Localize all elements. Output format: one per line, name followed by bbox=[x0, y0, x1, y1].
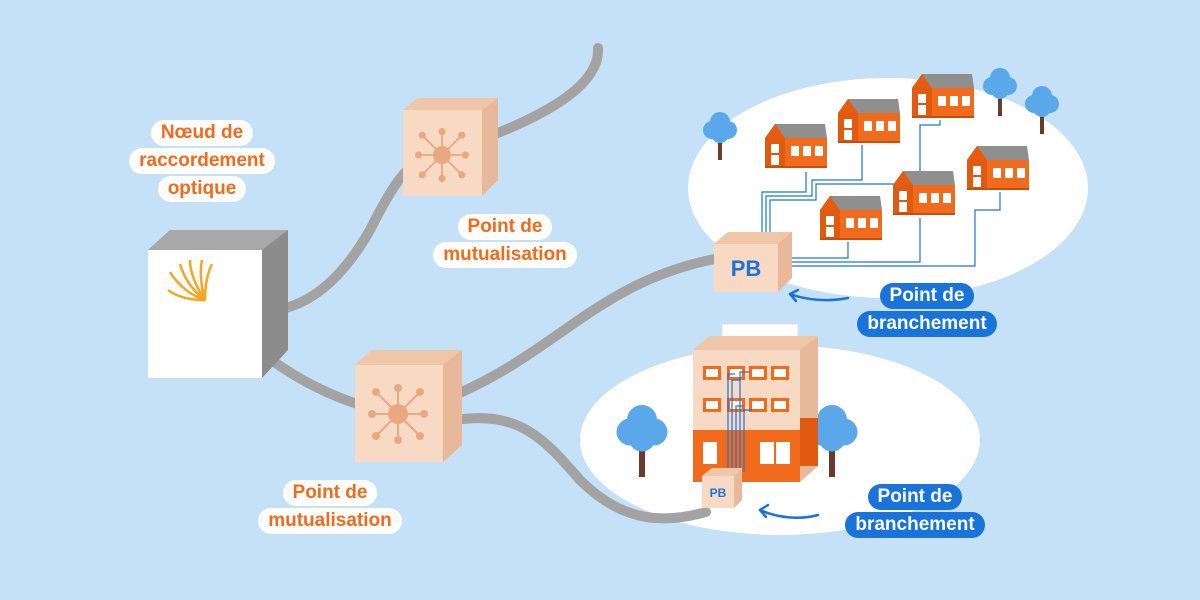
riser-fibers bbox=[727, 371, 752, 472]
arrow-head-icon bbox=[788, 288, 800, 303]
house-4 bbox=[820, 196, 882, 240]
arrow-icon bbox=[788, 292, 850, 302]
house-3 bbox=[912, 74, 974, 118]
network-star-icon bbox=[367, 383, 429, 445]
pm-top-label-line-1: Point de bbox=[457, 214, 553, 240]
nro-label: Nœud de raccordement optique bbox=[112, 120, 292, 204]
pm-top-box bbox=[403, 98, 498, 196]
pm-top-label: Point de mutualisation bbox=[405, 214, 605, 270]
apartment-building bbox=[693, 323, 818, 482]
house-2 bbox=[838, 99, 900, 143]
house-5 bbox=[893, 171, 955, 215]
pm-top-label-line-2: mutualisation bbox=[433, 242, 577, 268]
nro-label-line-3: optique bbox=[157, 176, 247, 202]
pb-label: PB bbox=[731, 256, 762, 281]
network-star-icon bbox=[414, 127, 470, 183]
pb-houses-label: Point de branchement bbox=[832, 283, 1022, 339]
house-6 bbox=[967, 146, 1029, 190]
pb-building-label-line-1: Point de bbox=[867, 484, 963, 510]
arrow-head-icon bbox=[758, 503, 770, 519]
cable-pm-bottom-to-pb-houses bbox=[450, 253, 725, 400]
nro-label-line-1: Nœud de bbox=[150, 120, 254, 146]
pb-houses-label-line-1: Point de bbox=[879, 283, 975, 309]
pm-bottom-label-line-1: Point de bbox=[282, 480, 378, 506]
cable-pm-bottom-to-pb-building bbox=[450, 413, 711, 524]
nro-box bbox=[148, 230, 288, 378]
arrows bbox=[758, 288, 850, 519]
pb-building-label-line-2: branchement bbox=[845, 512, 985, 538]
drop-fibers-houses bbox=[761, 120, 1001, 267]
pb-label: PB bbox=[710, 486, 727, 500]
pb-houses-box: PB bbox=[714, 232, 792, 292]
arrow-icon bbox=[758, 508, 820, 519]
house-1 bbox=[765, 124, 827, 168]
cable-pm-top-out bbox=[475, 43, 604, 145]
pm-bottom-box bbox=[355, 350, 462, 462]
pm-bottom-label-line-2: mutualisation bbox=[258, 508, 402, 534]
pm-bottom-label: Point de mutualisation bbox=[230, 480, 430, 536]
pb-building-box: PB bbox=[702, 468, 742, 508]
pb-houses-label-line-2: branchement bbox=[857, 311, 997, 337]
pb-building-label: Point de branchement bbox=[820, 484, 1010, 540]
fiber-strands-icon bbox=[167, 259, 214, 302]
nro-label-line-2: raccordement bbox=[129, 148, 275, 174]
